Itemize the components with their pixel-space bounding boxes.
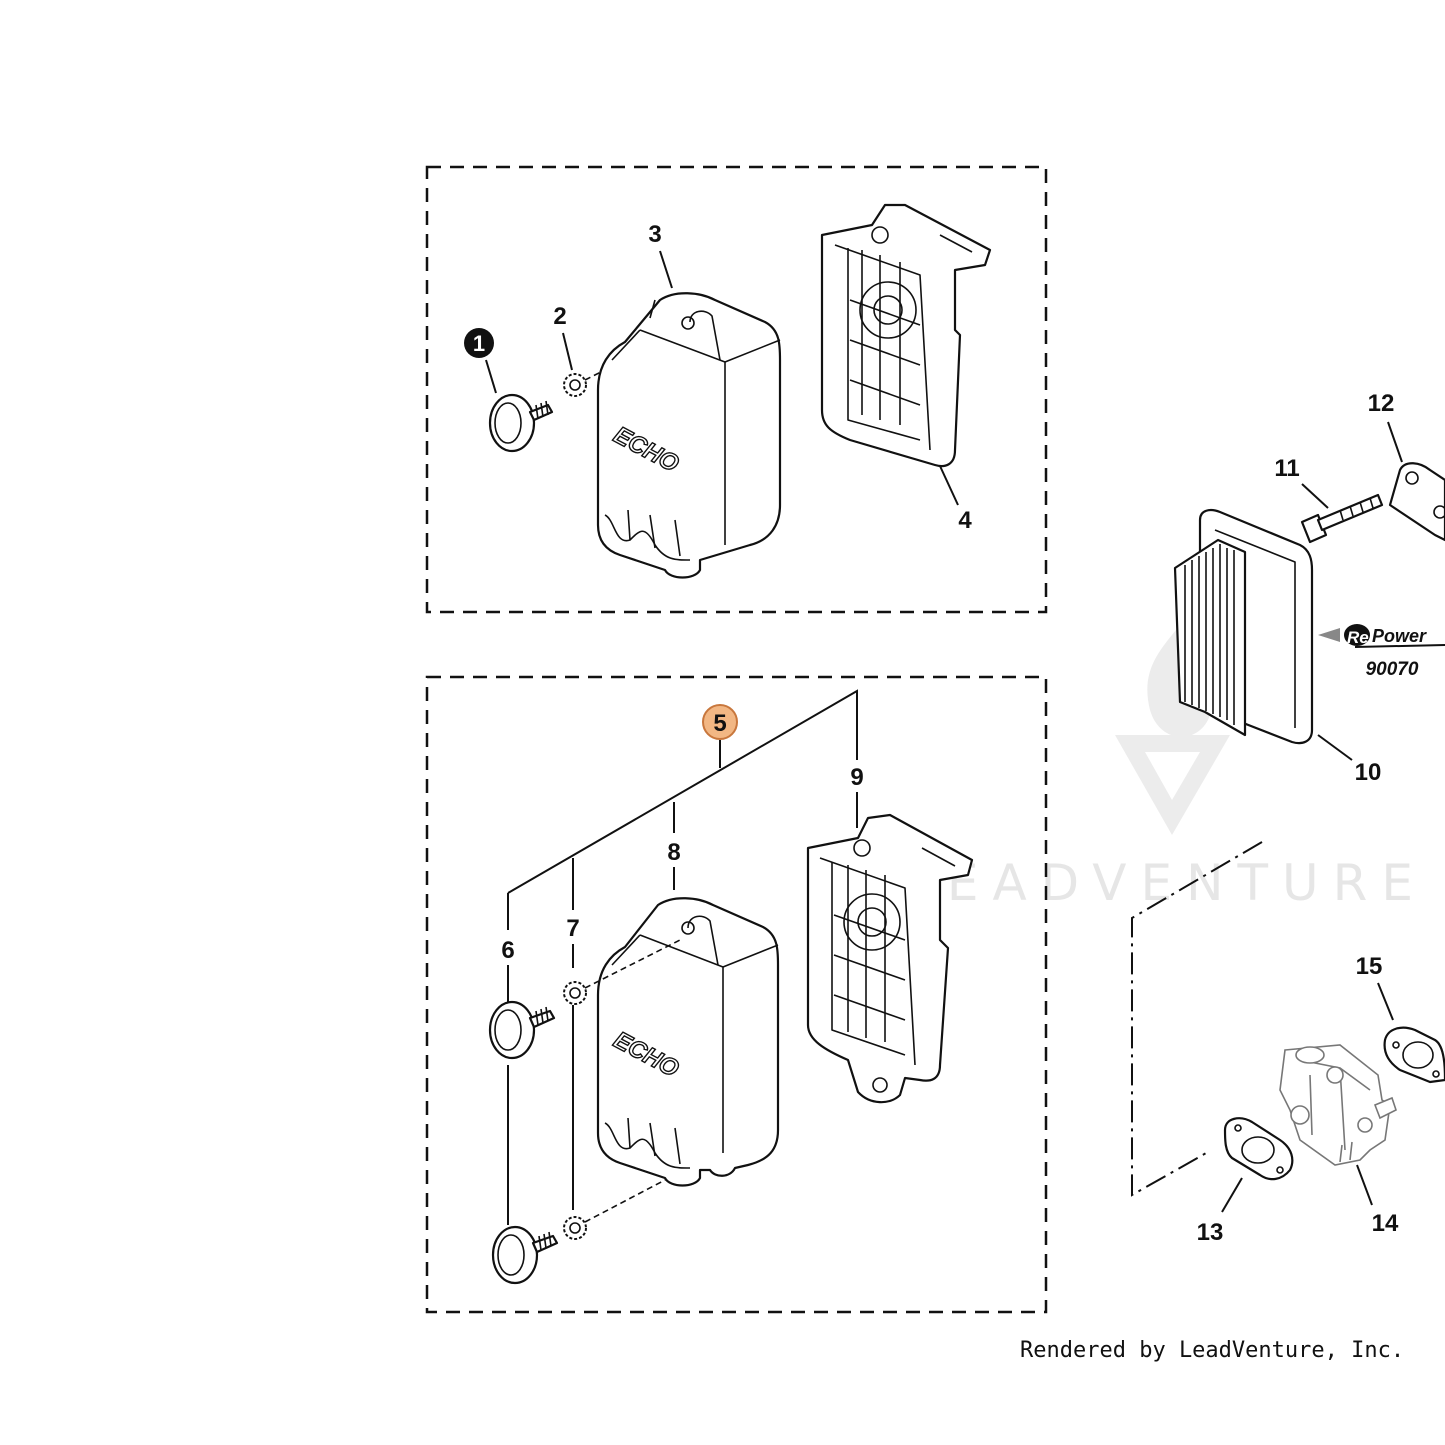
part-11-label[interactable]: 11 [1274,455,1299,482]
part-6-label[interactable]: 6 [501,937,514,964]
part-8-cover[interactable]: ECHO [596,897,780,1187]
part-4-label[interactable]: 4 [958,507,972,534]
carburetor-dashed-outline [1131,841,1263,1197]
part-6-knob-lower[interactable] [491,1225,559,1285]
part-2-washer[interactable] [563,373,587,397]
watermark-text: LEADVENTURE [905,854,1427,912]
part-9-label[interactable]: 9 [850,764,863,791]
repower-word: Power [1372,626,1427,646]
part-15-gasket[interactable] [1383,1026,1445,1084]
part-13-gasket[interactable] [1223,1117,1294,1181]
part-1-label[interactable]: 1 [473,331,485,356]
part-6-knob-upper[interactable] [488,1000,556,1060]
part-3-cover[interactable]: ECHO [596,292,782,579]
part-15-label[interactable]: 15 [1356,953,1383,980]
part-1-knob[interactable] [488,393,554,453]
part-2-label[interactable]: 2 [553,303,566,330]
part-14-carburetor[interactable] [1279,1044,1397,1166]
part-4-air-cleaner-case[interactable] [820,203,992,468]
repower-part-number: 90070 [1366,659,1419,680]
part-7-washer-lower[interactable] [563,1216,587,1240]
footer-credit: Rendered by LeadVenture, Inc. [1020,1338,1404,1363]
part-14-label[interactable]: 14 [1372,1210,1399,1237]
part-12-bracket[interactable] [1388,462,1445,542]
kit-leader-tree [507,689,858,1225]
leadventure-watermark: LEADVENTURE [905,625,1427,912]
part-11-bolt[interactable] [1300,493,1384,544]
part-9-air-cleaner-case[interactable] [806,813,974,1104]
repower-callout[interactable]: Re Power 90070 [1318,624,1445,680]
repower-arrow-icon [1318,628,1340,642]
part-5-highlight-marker[interactable] [702,704,738,740]
part-10-air-filter[interactable] [1173,509,1314,745]
watermark-v-icon [1115,735,1230,835]
part-7-washer-upper[interactable] [563,981,587,1005]
part-7-label[interactable]: 7 [566,915,579,942]
bottom-kit-box [425,675,1048,1314]
repower-badge [1344,624,1370,646]
repower-prefix: Re [1347,628,1369,647]
part-13-label[interactable]: 13 [1197,1219,1224,1246]
part-5-label[interactable]: 5 [713,710,726,737]
part-1-marker[interactable] [464,328,494,358]
top-kit-box [425,165,1048,614]
part-12-label[interactable]: 12 [1368,390,1395,417]
part-8-label[interactable]: 8 [667,839,680,866]
part-3-label[interactable]: 3 [648,221,661,248]
part-10-label[interactable]: 10 [1355,759,1382,786]
